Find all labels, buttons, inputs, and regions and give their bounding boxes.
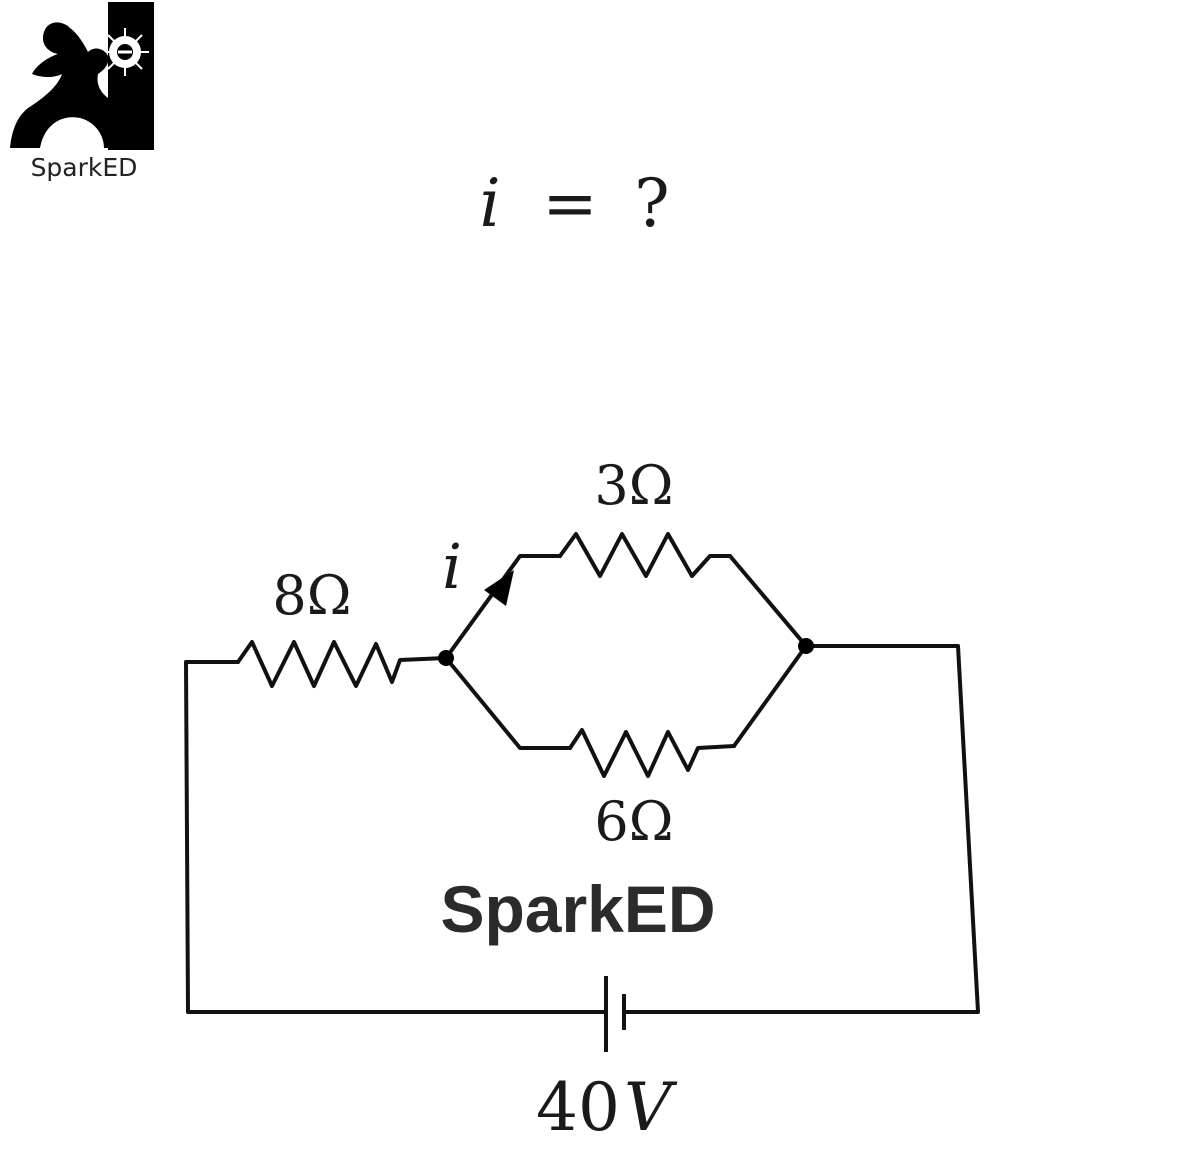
- label-current: i: [442, 530, 462, 603]
- wire-lower-branch-left: [444, 656, 572, 750]
- wire-upper-branch-left: [444, 554, 562, 660]
- wire-lower-branch-right: [732, 644, 808, 748]
- label-battery-voltage: 40 V: [536, 1069, 678, 1146]
- resistor-3-ohm: [558, 532, 732, 578]
- current-arrow-icon: [484, 570, 514, 606]
- battery-symbol: [604, 976, 626, 1052]
- junction-left: [438, 650, 454, 666]
- question-unknown: ?: [634, 165, 669, 242]
- label-resistor-6-ohm: 6Ω: [594, 790, 673, 853]
- label-resistor-8-ohm: 8Ω: [272, 564, 351, 627]
- junction-right: [798, 638, 814, 654]
- watermark-text: SparkED: [440, 872, 715, 946]
- wire-left-outer: [184, 660, 607, 1014]
- sparked-logo: SparkED: [10, 2, 154, 182]
- wire-upper-branch-right: [728, 554, 808, 648]
- svg-text:V: V: [624, 1069, 678, 1146]
- resistor-8-ohm: [236, 640, 448, 688]
- question-heading: i = ?: [479, 165, 669, 242]
- logo-text: SparkED: [31, 153, 138, 182]
- label-resistor-3-ohm: 3Ω: [594, 454, 673, 517]
- question-variable: i: [479, 165, 500, 242]
- resistor-6-ohm: [568, 728, 736, 778]
- wire-right-outer: [622, 644, 980, 1014]
- figure-silhouette-icon: [10, 22, 109, 148]
- svg-text:40: 40: [536, 1069, 620, 1146]
- question-equals: =: [542, 165, 597, 242]
- spark-icon: [101, 28, 149, 76]
